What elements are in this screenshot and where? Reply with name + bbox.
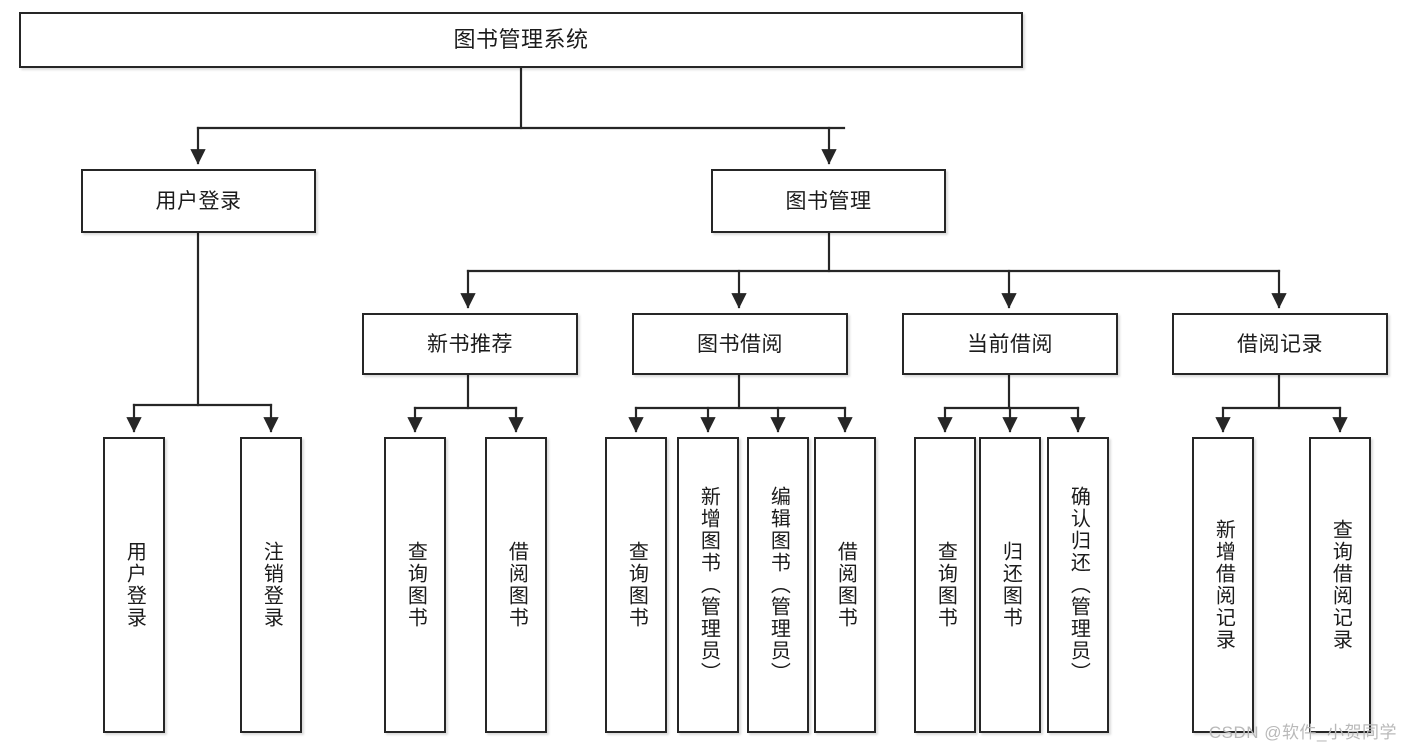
leaf-return-book[interactable]: 归还图书 <box>979 437 1041 733</box>
node-label: 图书借阅 <box>697 332 783 356</box>
leaf-borrow-book[interactable]: 借阅图书 <box>814 437 876 733</box>
node-label: 图书管理 <box>785 189 872 213</box>
node-label: 新书推荐 <box>427 332 513 356</box>
node-label: 用户登录 <box>123 541 146 629</box>
leaf-user-login[interactable]: 用户登录 <box>103 437 165 733</box>
node-label: 查询图书 <box>625 541 648 629</box>
csdn-watermark: CSDN @软件_小贺同学 <box>1208 723 1397 742</box>
leaf-new-book-query[interactable]: 查询图书 <box>384 437 446 733</box>
node-book-management[interactable]: 图书管理 <box>711 169 946 233</box>
node-label: 新增图书（管理员） <box>697 486 720 684</box>
node-label: 借阅图书 <box>505 541 528 629</box>
leaf-logout[interactable]: 注销登录 <box>240 437 302 733</box>
leaf-add-borrow-record[interactable]: 新增借阅记录 <box>1192 437 1254 733</box>
node-user-login[interactable]: 用户登录 <box>81 169 316 233</box>
node-new-book-recommendation[interactable]: 新书推荐 <box>362 313 578 375</box>
node-label: 借阅图书 <box>834 541 857 629</box>
node-label: 查询借阅记录 <box>1329 519 1352 651</box>
leaf-confirm-return-admin[interactable]: 确认归还（管理员） <box>1047 437 1109 733</box>
node-label: 注销登录 <box>260 541 283 629</box>
node-label: 当前借阅 <box>967 332 1053 356</box>
node-label: 确认归还（管理员） <box>1067 486 1090 684</box>
node-current-borrow[interactable]: 当前借阅 <box>902 313 1118 375</box>
node-label: 用户登录 <box>155 189 242 213</box>
leaf-new-book-borrow[interactable]: 借阅图书 <box>485 437 547 733</box>
leaf-add-book-admin[interactable]: 新增图书（管理员） <box>677 437 739 733</box>
leaf-current-query-book[interactable]: 查询图书 <box>914 437 976 733</box>
node-label: 新增借阅记录 <box>1212 519 1235 651</box>
leaf-borrow-query-book[interactable]: 查询图书 <box>605 437 667 733</box>
leaf-edit-book-admin[interactable]: 编辑图书（管理员） <box>747 437 809 733</box>
node-label: 归还图书 <box>999 541 1022 629</box>
node-label: 图书管理系统 <box>453 27 589 52</box>
leaf-query-borrow-record[interactable]: 查询借阅记录 <box>1309 437 1371 733</box>
node-label: 查询图书 <box>934 541 957 629</box>
node-borrow-record[interactable]: 借阅记录 <box>1172 313 1388 375</box>
node-book-borrow[interactable]: 图书借阅 <box>632 313 848 375</box>
node-label: 编辑图书（管理员） <box>767 486 790 684</box>
node-root-book-management-system[interactable]: 图书管理系统 <box>19 12 1023 68</box>
node-label: 借阅记录 <box>1237 332 1323 356</box>
node-label: 查询图书 <box>404 541 427 629</box>
